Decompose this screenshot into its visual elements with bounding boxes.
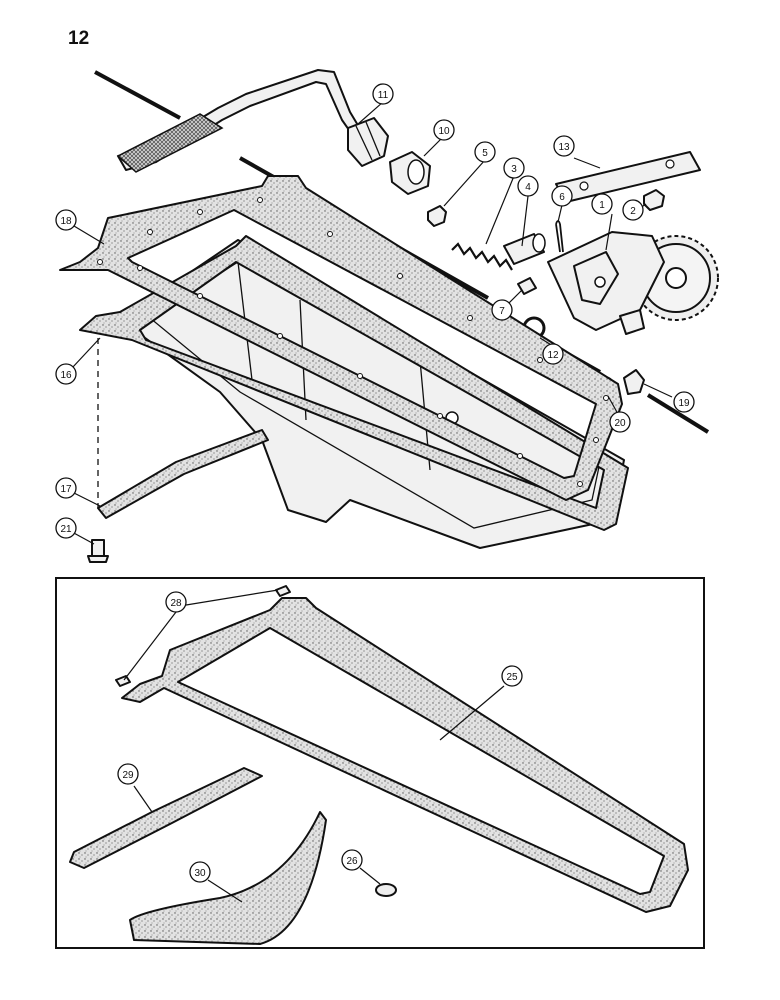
pan-bolt — [87, 539, 109, 563]
callout-5: 5 — [474, 141, 496, 163]
pan-gasket-lower — [79, 235, 629, 531]
callout-26: 26 — [341, 849, 363, 871]
oil-pickup-tube — [116, 69, 389, 173]
callout-18: 18 — [55, 209, 77, 231]
callout-21: 21 — [55, 517, 77, 539]
callout-10: 10 — [433, 119, 455, 141]
svg-text:19: 19 — [678, 398, 690, 409]
bushing — [643, 189, 665, 211]
pickup-fitting — [389, 151, 431, 195]
svg-text:12: 12 — [547, 350, 559, 361]
callout-17: 17 — [55, 477, 77, 499]
svg-text:13: 13 — [558, 142, 570, 153]
svg-text:29: 29 — [122, 770, 134, 781]
relief-valve-cap — [427, 205, 447, 227]
svg-text:16: 16 — [60, 370, 72, 381]
callout-7: 7 — [491, 299, 513, 321]
callout-28: 28 — [165, 591, 187, 613]
callout-12: 12 — [542, 343, 564, 365]
relief-valve-spring — [451, 242, 513, 271]
svg-text:21: 21 — [60, 524, 72, 535]
callout-20: 20 — [609, 411, 631, 433]
svg-text:4: 4 — [525, 182, 531, 193]
plug — [623, 369, 645, 395]
svg-text:6: 6 — [559, 192, 565, 203]
callout-2: 2 — [622, 199, 644, 221]
oil-pump-assembly — [547, 231, 719, 335]
callout-13: 13 — [553, 135, 575, 157]
inset-pan-gasket — [121, 597, 689, 913]
svg-text:10: 10 — [438, 126, 450, 137]
retainer-clip-left — [115, 675, 131, 687]
svg-text:1: 1 — [599, 200, 605, 211]
callout-25: 25 — [501, 665, 523, 687]
svg-text:7: 7 — [499, 306, 505, 317]
callout-6: 6 — [551, 185, 573, 207]
inset-curved-seal — [129, 811, 327, 945]
inset-panel — [55, 577, 705, 949]
callout-3: 3 — [503, 157, 525, 179]
retainer-clip-right — [275, 585, 291, 597]
svg-text:20: 20 — [614, 418, 626, 429]
svg-text:18: 18 — [60, 216, 72, 227]
cotter-pin — [555, 220, 564, 253]
pan-gasket-upper — [59, 175, 623, 501]
callouts: 1 2 3 4 5 6 7 10 11 12 13 16 17 18 19 20… — [55, 83, 695, 883]
inset-seal-strip — [69, 767, 263, 869]
callout-1: 1 — [591, 193, 613, 215]
svg-text:28: 28 — [170, 598, 182, 609]
svg-text:5: 5 — [482, 148, 488, 159]
svg-text:25: 25 — [506, 672, 518, 683]
svg-text:17: 17 — [60, 484, 72, 495]
callout-11: 11 — [372, 83, 394, 105]
callout-4: 4 — [517, 175, 539, 197]
inset-washer — [375, 883, 397, 897]
svg-text:11: 11 — [378, 90, 389, 101]
svg-text:30: 30 — [194, 868, 206, 879]
end-seal-strip — [97, 429, 269, 519]
callout-19: 19 — [673, 391, 695, 413]
page-number: 12 — [68, 28, 90, 49]
relief-valve-plunger — [503, 233, 546, 265]
svg-text:3: 3 — [511, 164, 517, 175]
svg-text:2: 2 — [630, 206, 636, 217]
svg-text:26: 26 — [346, 856, 358, 867]
callout-29: 29 — [117, 763, 139, 785]
callout-30: 30 — [189, 861, 211, 883]
callout-16: 16 — [55, 363, 77, 385]
